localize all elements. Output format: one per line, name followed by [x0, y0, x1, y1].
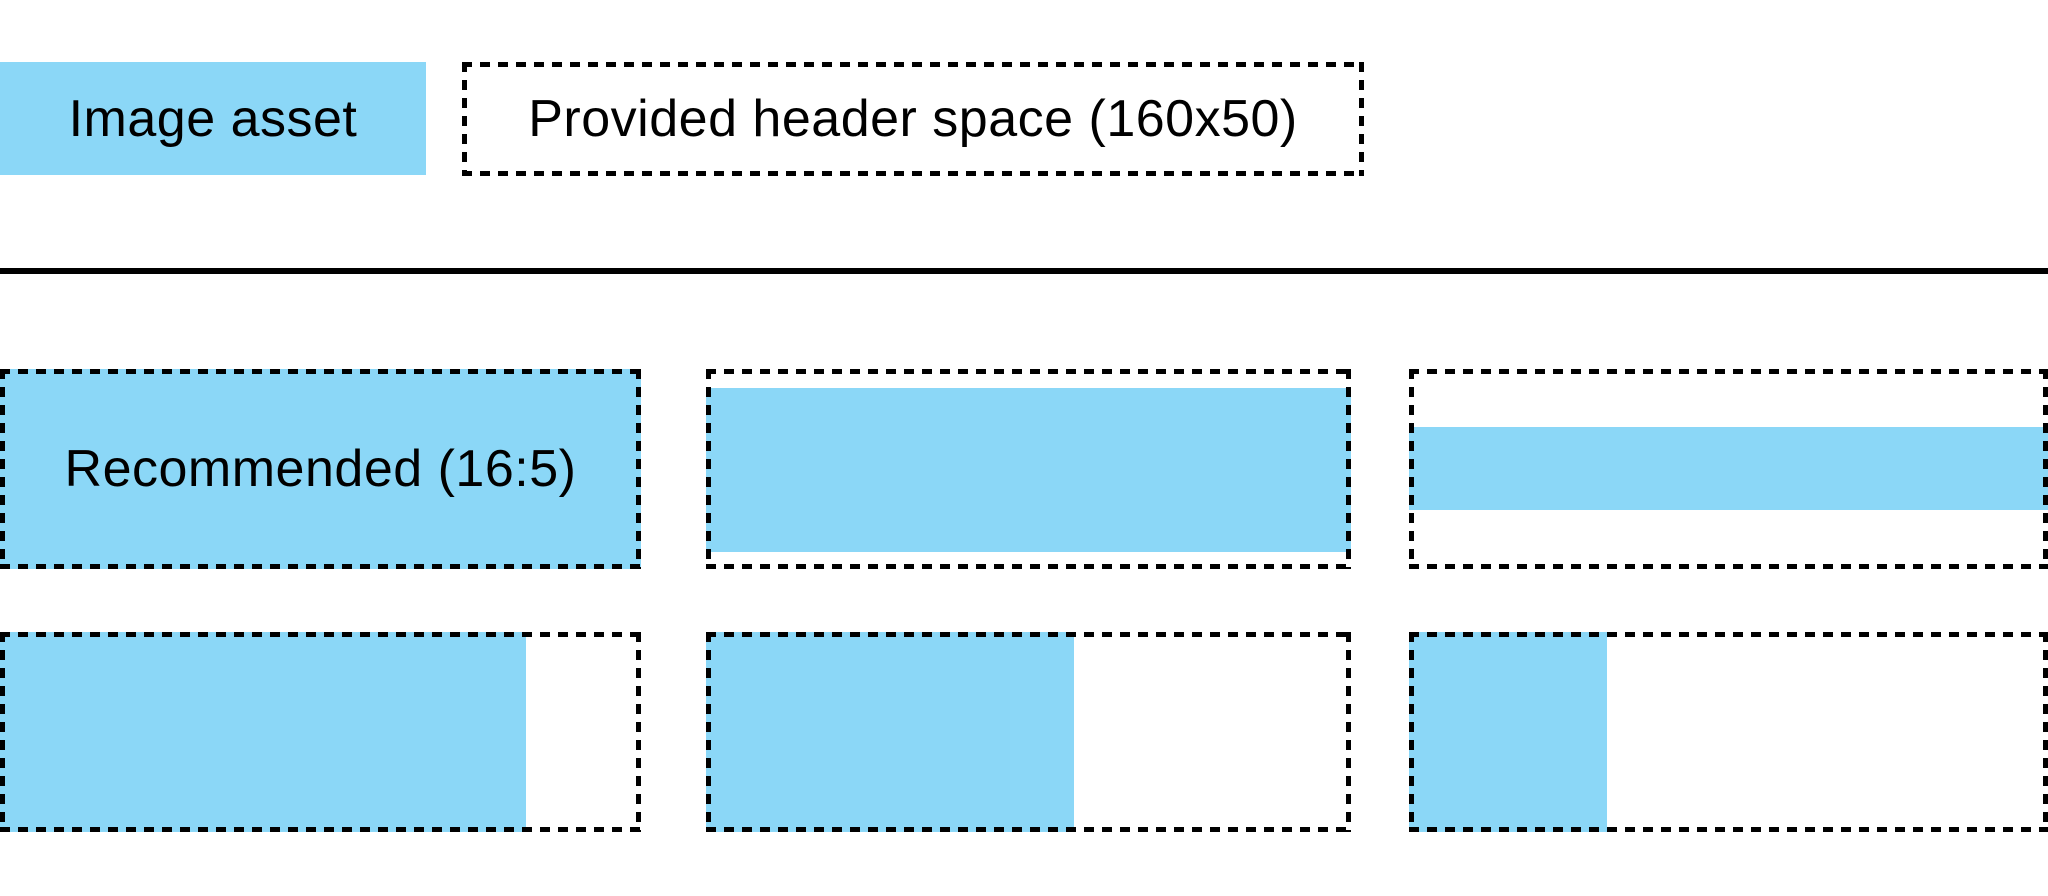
provided-header-space-box: Provided header space (160x50) — [462, 62, 1364, 176]
example-full-height-narrow — [1409, 632, 2048, 832]
example-full-height-medium — [706, 632, 1351, 832]
example-full-height-wide — [0, 632, 641, 832]
provided-header-space-label: Provided header space (160x50) — [528, 90, 1298, 148]
image-asset-fill — [0, 632, 526, 832]
example-recommended-16-5: Recommended (16:5) — [0, 369, 641, 569]
example-full-width-thin-strip — [1409, 369, 2048, 569]
image-asset-fill — [1409, 632, 1608, 832]
recommended-label: Recommended (16:5) — [64, 440, 577, 498]
image-asset-swatch: Image asset — [0, 62, 426, 175]
image-asset-label: Image asset — [68, 89, 358, 148]
image-asset-fill — [706, 388, 1351, 552]
image-asset-fill — [706, 632, 1074, 832]
section-divider — [0, 268, 2048, 274]
example-full-width-letterboxed — [706, 369, 1351, 569]
image-asset-fill — [1409, 427, 2048, 510]
